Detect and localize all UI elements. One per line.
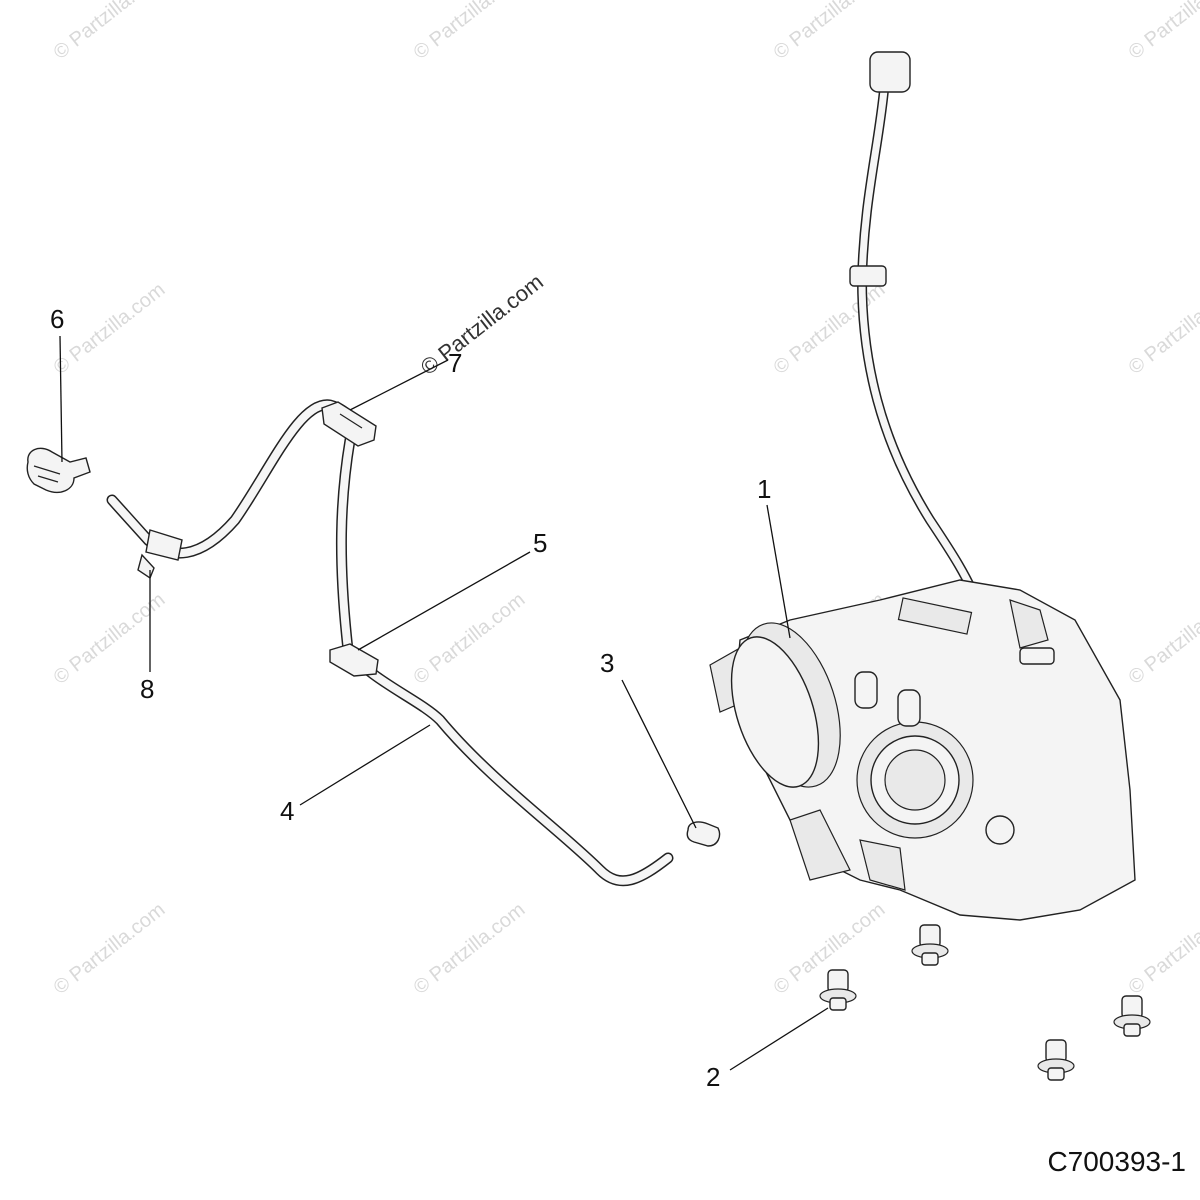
flange-bolts-part (819, 924, 1151, 1081)
watermark-tile: © Partzilla.com (50, 0, 170, 64)
push-rivet-part (137, 529, 183, 580)
flange-bolt (1113, 995, 1151, 1037)
breather-tube-part (849, 51, 985, 615)
vent-fitting-part (26, 447, 91, 494)
callout-8[interactable]: 8 (140, 674, 154, 704)
watermark-tile: © Partzilla.com (1125, 589, 1200, 689)
watermark-tile: © Partzilla.com (410, 589, 530, 689)
upper-clip-part (321, 401, 377, 447)
watermark-tile: © Partzilla.com (410, 0, 530, 64)
watermark-tile: © Partzilla.com (1125, 899, 1200, 999)
callout-4[interactable]: 4 (280, 796, 294, 826)
watermark-tile: © Partzilla.com (1125, 0, 1200, 64)
leader-1 (766, 504, 791, 639)
leader-5 (357, 551, 531, 651)
watermark-tile: © Partzilla.com (410, 899, 530, 999)
flange-bolt (911, 924, 949, 966)
flange-bolt (1037, 1039, 1075, 1081)
leader-lines (59, 335, 829, 1071)
callouts: 1 2 3 4 5 6 7 8 (50, 304, 771, 1092)
callout-5[interactable]: 5 (533, 528, 547, 558)
callout-2[interactable]: 2 (706, 1062, 720, 1092)
callout-3[interactable]: 3 (600, 648, 614, 678)
leader-2 (729, 1007, 829, 1071)
watermark-tile: © Partzilla.com (770, 0, 890, 64)
watermark-main: © Partzilla.com (416, 269, 548, 380)
leader-3 (621, 679, 697, 829)
watermark-tile: © Partzilla.com (1125, 279, 1200, 379)
vent-hose-part (106, 399, 674, 887)
leader-4 (299, 724, 431, 806)
leader-7 (349, 359, 449, 411)
lower-clip-part (329, 643, 379, 677)
watermark-tile: © Partzilla.com (50, 899, 170, 999)
callout-6[interactable]: 6 (50, 304, 64, 334)
leader-6 (59, 335, 63, 463)
gearcase-part (709, 579, 1136, 921)
callout-1[interactable]: 1 (757, 474, 771, 504)
diagram-id: C700393-1 (1047, 1146, 1186, 1177)
hose-clamp-part (686, 821, 721, 847)
callout-7[interactable]: 7 (448, 348, 462, 378)
watermark-tile: © Partzilla.com (50, 279, 170, 379)
flange-bolt (819, 969, 857, 1011)
